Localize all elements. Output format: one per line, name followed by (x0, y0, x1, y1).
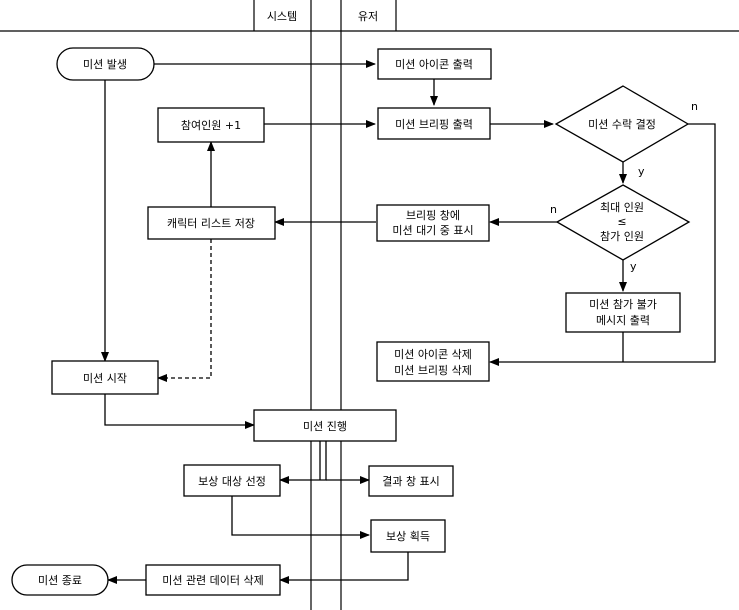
node-max-vs-join-line3: 참가 인원 (600, 230, 644, 243)
node-mission-icon-out-label: 미션 아이콘 출력 (395, 58, 473, 71)
edge-label-max-yes: y (630, 260, 637, 273)
node-briefing-out-label: 미션 브리핑 출력 (395, 118, 473, 131)
node-wait-display-line1: 브리핑 창에 (406, 209, 460, 222)
node-result-window-label: 결과 창 표시 (382, 475, 440, 488)
node-accept-decision-label: 미션 수락 결정 (588, 118, 656, 131)
arrow-start-to-progress (104, 394, 255, 429)
node-wait-display: 브리핑 창에 미션 대기 중 표시 (376, 204, 490, 242)
node-accept-decision: 미션 수락 결정 (554, 85, 690, 163)
arrow-reward-get-to-delete (279, 552, 409, 584)
arrow-target-to-reward-get (231, 496, 370, 539)
node-delete-data: 미션 관련 데이터 삭제 (145, 564, 281, 596)
node-max-vs-join-line1: 최대 인원 (600, 201, 644, 214)
node-delete-icon-briefing-line1: 미션 아이콘 삭제 (394, 348, 472, 361)
node-no-join-msg-line1: 미션 참가 불가 (589, 298, 657, 311)
node-mission-icon-out: 미션 아이콘 출력 (377, 48, 492, 80)
node-char-list-save: 캐릭터 리스트 저장 (147, 206, 276, 240)
node-mission-occur-label: 미션 발생 (83, 58, 127, 71)
arrow-charlist-dashed-to-start (157, 239, 212, 382)
lane-header-system: 시스템 (267, 10, 297, 23)
node-delete-icon-briefing: 미션 아이콘 삭제 미션 브리핑 삭제 (376, 341, 490, 382)
node-mission-progress: 미션 진행 (253, 409, 397, 442)
node-reward-get-label: 보상 획득 (386, 530, 430, 543)
node-max-vs-join: 최대 인원 ≤ 참가 인원 (555, 184, 691, 261)
node-char-list-save-label: 캐릭터 리스트 저장 (167, 217, 255, 230)
arrow-progress-to-reward-target (279, 441, 327, 484)
arrow-accept-no (489, 123, 716, 366)
node-delete-data-label: 미션 관련 데이터 삭제 (162, 574, 264, 587)
node-wait-display-line2: 미션 대기 중 표시 (392, 224, 473, 237)
node-mission-end: 미션 종료 (11, 564, 109, 596)
node-participant-plus: 참여인원 +1 (157, 107, 265, 143)
edge-label-accept-yes: y (638, 165, 645, 178)
lane-header-user: 유저 (358, 10, 378, 23)
node-reward-target-label: 보상 대상 선정 (198, 475, 266, 488)
node-mission-start-label: 미션 시작 (83, 372, 127, 385)
node-mission-start: 미션 시작 (51, 360, 159, 395)
node-max-vs-join-line2: ≤ (617, 215, 626, 228)
node-no-join-msg: 미션 참가 불가 메시지 출력 (565, 292, 681, 333)
connectors (101, 60, 716, 584)
node-reward-get: 보상 획득 (370, 519, 446, 553)
node-no-join-msg-line2: 메시지 출력 (596, 314, 650, 327)
node-mission-progress-label: 미션 진행 (303, 420, 347, 433)
node-reward-target: 보상 대상 선정 (183, 464, 281, 497)
node-briefing-out: 미션 브리핑 출력 (377, 107, 491, 140)
node-result-window: 결과 창 표시 (368, 465, 454, 497)
edge-label-accept-no: n (691, 100, 698, 113)
node-delete-icon-briefing-line2: 미션 브리핑 삭제 (394, 364, 472, 377)
edge-label-max-no: n (550, 203, 557, 216)
node-mission-occur: 미션 발생 (56, 47, 155, 81)
node-participant-plus-label: 참여인원 +1 (181, 119, 241, 132)
node-mission-end-label: 미션 종료 (38, 574, 82, 587)
